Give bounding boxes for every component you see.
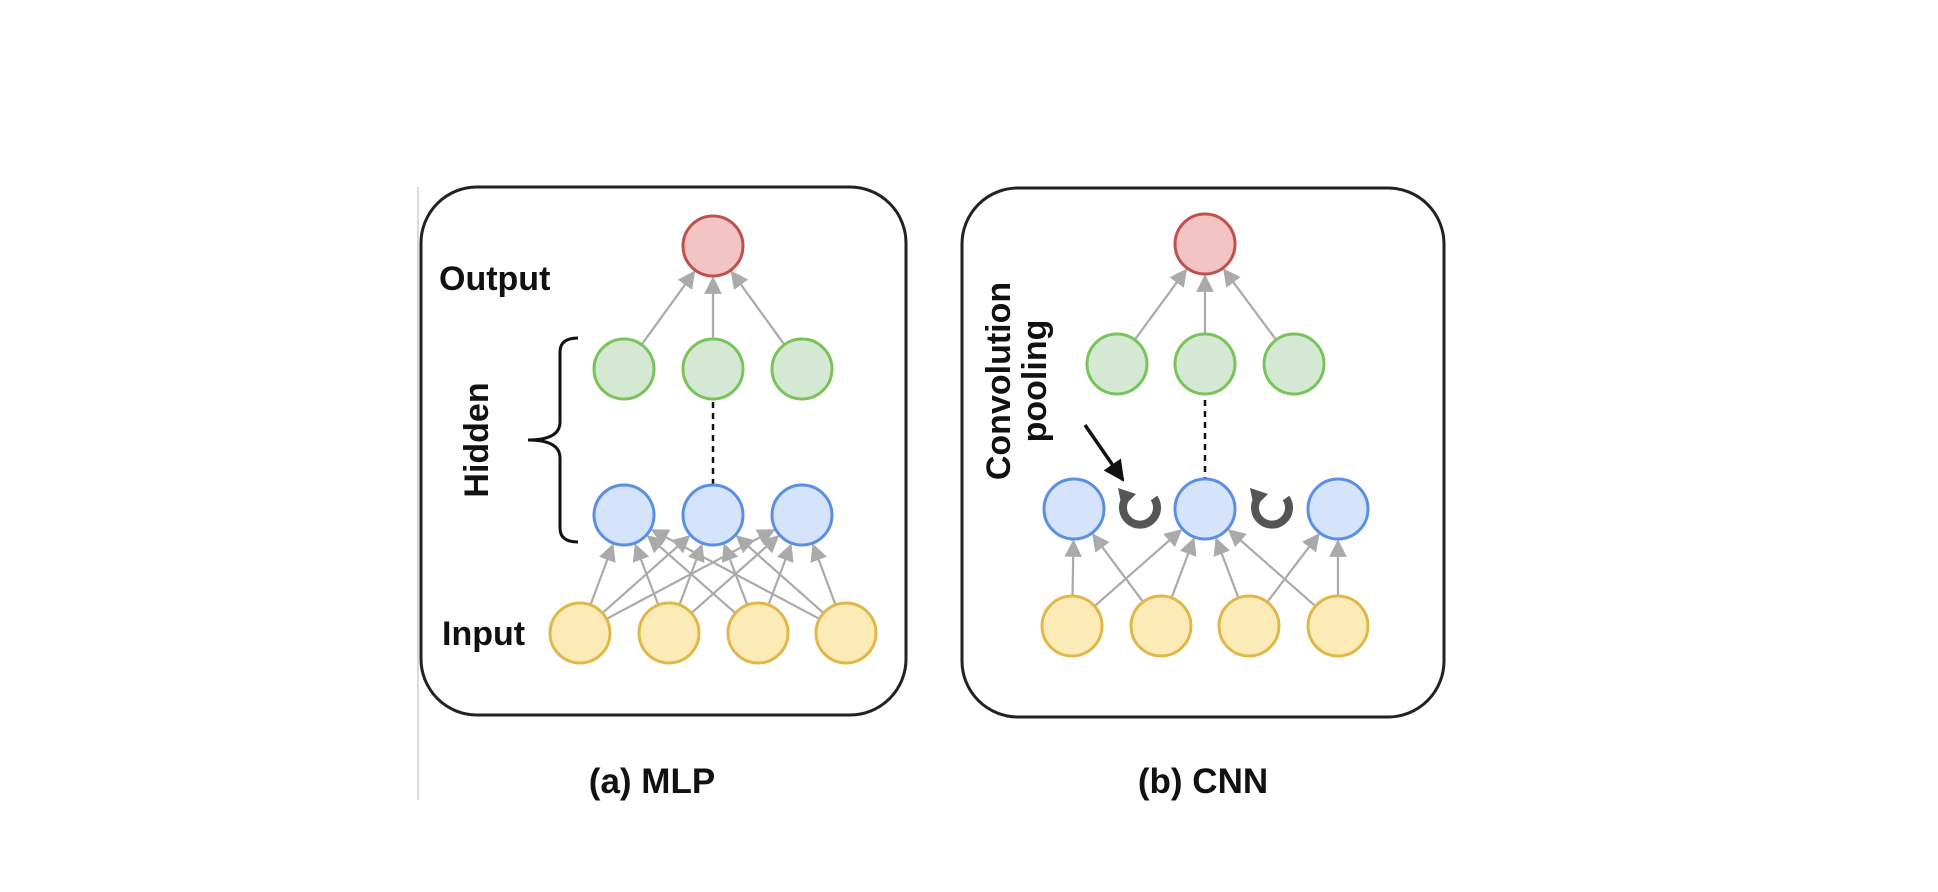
mlp-hidden-node [592,337,656,401]
cnn-edge [1133,268,1188,341]
pooling-pointer-arrow [1083,424,1125,482]
cnn-hidden-node [1262,332,1326,396]
mlp-hidden-label: Hidden [458,382,496,497]
mlp-connections [589,270,837,620]
hidden-brace [527,336,579,544]
mlp-edge [735,535,825,614]
cnn-caption: (b) CNN [1138,762,1268,801]
mlp-edge [632,543,660,606]
cnn-panel: Convolution pooling (b) CNN [960,186,1446,801]
cnn-frame [960,186,1446,719]
mlp-panel: Output Hidden Input (a) MLP [419,185,908,801]
cnn-hidden-node [1173,332,1237,396]
cnn-edge [1092,533,1144,603]
pooling-circular-arrow-icon [1118,488,1161,529]
mlp-edge [730,270,786,346]
mlp-input-node [637,601,701,665]
mlp-hidden-node [681,483,745,547]
mlp-edge [589,543,616,606]
mlp-caption: (a) MLP [589,762,715,801]
cnn-nodes [1040,212,1370,658]
mlp-input-node [548,601,612,665]
mlp-output-node [681,214,745,278]
cnn-edge [1266,533,1320,603]
cnn-edge [1227,528,1317,608]
mlp-edge [650,529,821,620]
cnn-conv-node [1042,477,1106,541]
mlp-edge [810,543,837,606]
mlp-output-label: Output [439,260,550,298]
cnn-edge [1213,537,1240,599]
mlp-input-label: Input [442,615,525,653]
mlp-hidden-node [592,483,656,547]
cnn-edge [1093,528,1183,608]
cnn-connections [1064,268,1347,608]
mlp-hidden-node [770,483,834,547]
mlp-input-node [814,601,878,665]
mlp-frame [419,185,908,717]
mlp-edge [646,534,737,614]
cnn-hidden-node [1085,332,1149,396]
cnn-conv-node [1173,477,1237,541]
mlp-hidden-node [681,337,745,401]
cnn-input-node [1040,594,1104,658]
cnn-edge [1223,268,1278,341]
cnn-input-node [1129,594,1193,658]
cnn-conv-node [1306,477,1370,541]
cnn-edge [1064,539,1082,597]
cnn-input-node [1306,594,1370,658]
cnn-input-node [1217,594,1281,658]
cnn-convolution-label: Convolution [980,282,1018,480]
cnn-output-node [1173,212,1237,276]
mlp-edge [640,270,696,346]
cnn-pooling-label: pooling [1016,320,1054,443]
mlp-nodes [548,214,878,665]
mlp-hidden-node [770,337,834,401]
mlp-input-node [726,601,790,665]
pooling-circular-arrow-icon [1250,488,1293,529]
cnn-edge [1170,537,1197,599]
